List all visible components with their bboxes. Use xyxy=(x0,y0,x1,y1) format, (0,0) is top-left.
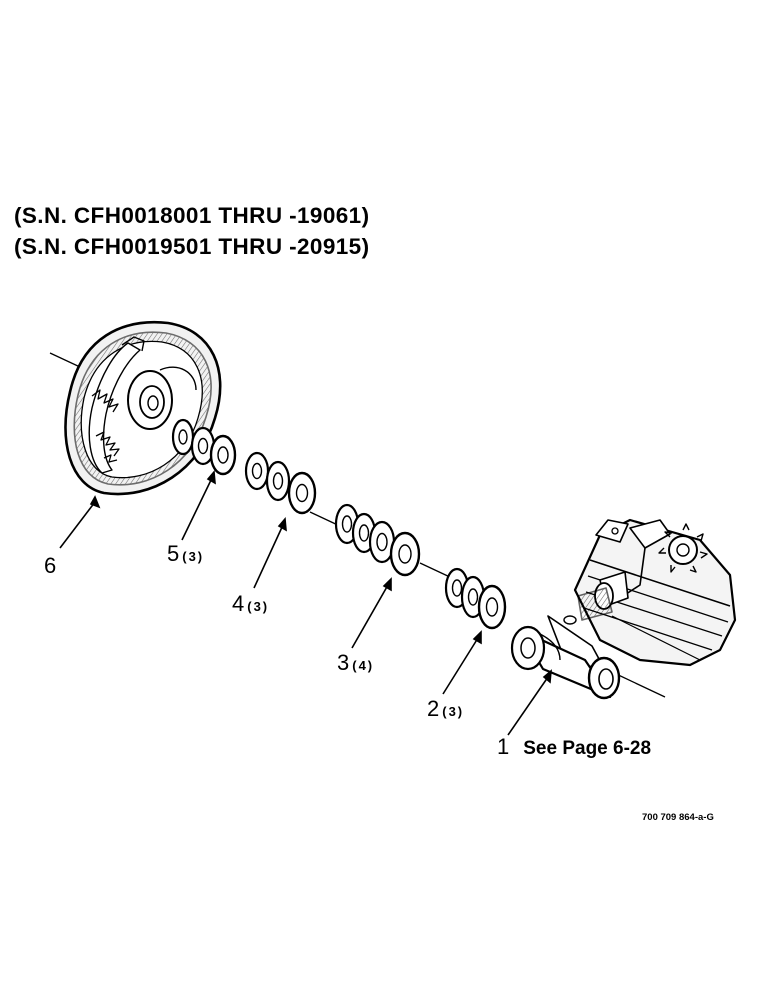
callout-number: 1 xyxy=(497,734,510,759)
callout-2: 2(3) xyxy=(427,698,464,720)
callout-quantity: (3) xyxy=(442,704,465,719)
callout-quantity: (3) xyxy=(247,599,270,614)
part-2-washers xyxy=(444,567,507,630)
part-6-housing-plate xyxy=(64,320,222,496)
drawing-code: 700 709 864-a-G xyxy=(642,812,714,823)
callout-3: 3(4) xyxy=(337,652,374,674)
part-1-gear-housing-assembly xyxy=(510,518,737,700)
callout-4: 4(3) xyxy=(232,593,269,615)
callout-5: 5(3) xyxy=(167,543,204,565)
callout-number: 5 xyxy=(167,541,180,566)
callout-number: 3 xyxy=(337,650,350,675)
callout-number: 6 xyxy=(44,553,57,578)
callout-number: 2 xyxy=(427,696,440,721)
callout-quantity: (3) xyxy=(182,549,205,564)
part-3-washers xyxy=(334,503,421,577)
serial-range-line-1: (S.N. CFH0018001 THRU -19061) xyxy=(14,203,370,228)
page-reference: See Page 6-28 xyxy=(523,738,652,759)
part-5-washers xyxy=(171,418,237,476)
callout-1: 1 See Page 6-28 xyxy=(497,734,652,759)
callout-quantity: (4) xyxy=(352,658,375,673)
leader-arrows xyxy=(59,470,552,736)
callout-6: 6 xyxy=(44,555,56,577)
callout-number: 4 xyxy=(232,591,245,616)
part-4-washers xyxy=(244,451,317,515)
serial-range-line-2: (S.N. CFH0019501 THRU -20915) xyxy=(14,234,370,259)
